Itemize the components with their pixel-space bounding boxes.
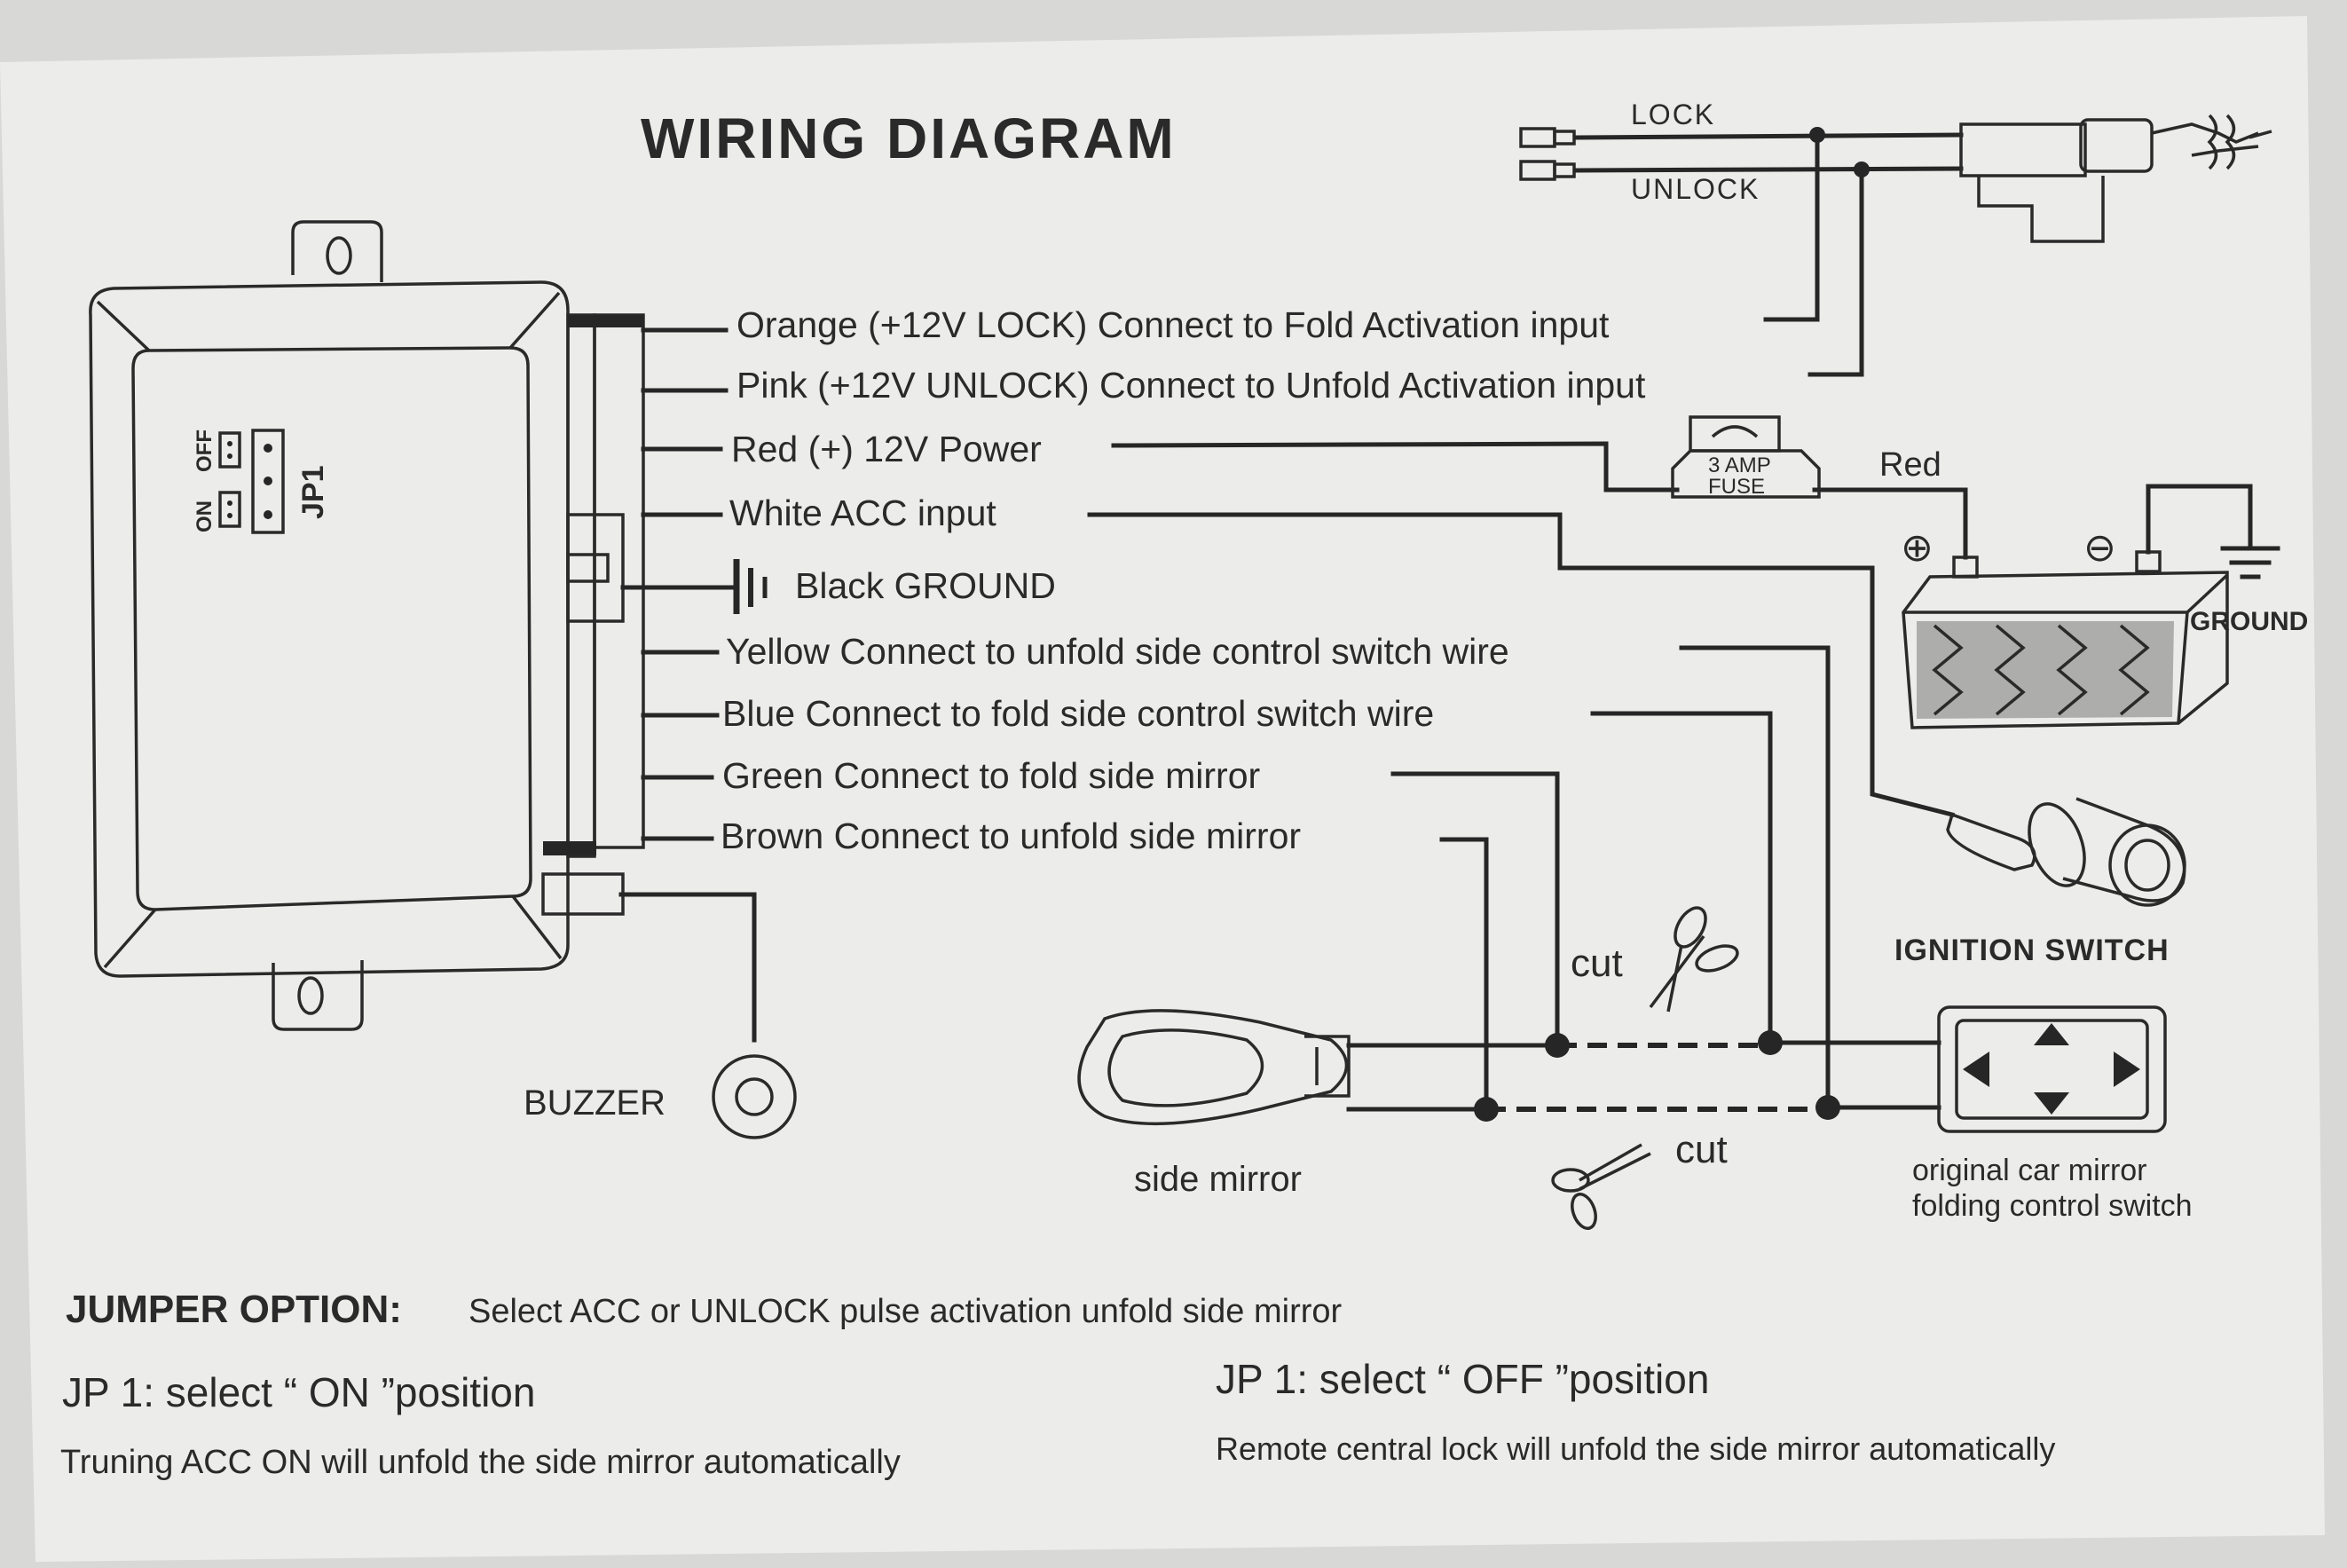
unlock-label: UNLOCK: [1631, 173, 1760, 205]
cut-label-bottom: cut: [1675, 1128, 1728, 1171]
jumper-option-heading: JUMPER OPTION:: [66, 1288, 402, 1331]
jumper-option-section: JUMPER OPTION: Select ACC or UNLOCK puls…: [60, 1288, 2055, 1481]
diagram-title: WIRING DIAGRAM: [641, 106, 1177, 170]
jp1-jumper: OFF ON JP1: [193, 429, 330, 534]
wire-routes: [618, 132, 1968, 1112]
wire-label-red: Red (+) 12V Power: [731, 429, 1042, 469]
jp1-off-title: JP 1: select “ OFF ”position: [1216, 1356, 1709, 1402]
wire-label-pink: Pink (+12V UNLOCK) Connect to Unfold Act…: [736, 365, 1646, 406]
wire-stubs: [620, 327, 768, 841]
control-switch-label-2: folding control switch: [1912, 1189, 2193, 1223]
lock-actuator: LOCK UNLOCK: [1519, 98, 2272, 243]
control-switch-label-1: original car mirror: [1912, 1154, 2147, 1187]
wire-label-orange: Orange (+12V LOCK) Connect to Fold Activ…: [736, 304, 1610, 345]
scissors-icon: cut: [1571, 906, 1739, 1013]
jumper-option-text: Select ACC or UNLOCK pulse activation un…: [469, 1293, 1343, 1330]
jp1-on-desc: Truning ACC ON will unfold the side mirr…: [60, 1444, 901, 1481]
cut-label-top: cut: [1571, 942, 1623, 985]
wire-label-white: White ACC input: [729, 492, 996, 533]
fuse-label-2: FUSE: [1708, 475, 1765, 499]
wire-labels: Orange (+12V LOCK) Connect to Fold Activ…: [721, 304, 1646, 856]
mirror-control-switch: original car mirror folding control swit…: [1912, 1005, 2193, 1223]
battery-plus: ⊕: [1901, 526, 1934, 570]
jumper-on-label: ON: [193, 500, 217, 532]
jp1-off-desc: Remote central lock will unfold the side…: [1216, 1430, 2055, 1467]
jp1-on-title: JP 1: select “ ON ”position: [62, 1369, 535, 1415]
side-mirror-label: side mirror: [1134, 1160, 1302, 1199]
ground-label: GROUND: [2190, 607, 2308, 636]
wire-label-blue: Blue Connect to fold side control switch…: [722, 693, 1434, 734]
ignition-switch: IGNITION SWITCH: [1894, 797, 2186, 967]
control-module: OFF ON JP1: [89, 220, 645, 1031]
wire-label-green: Green Connect to fold side mirror: [722, 755, 1260, 796]
wire-label-yellow: Yellow Connect to unfold side control sw…: [726, 631, 1509, 672]
buzzer: BUZZER: [524, 1054, 797, 1139]
jumper-jp1-label: JP1: [296, 466, 330, 520]
lock-label: LOCK: [1631, 98, 1715, 130]
fuse-label-1: 3 AMP: [1708, 453, 1771, 477]
ignition-switch-label: IGNITION SWITCH: [1894, 934, 2170, 967]
buzzer-label: BUZZER: [524, 1083, 666, 1123]
battery: Red ⊕ ⊖ GROUND: [1879, 446, 2308, 729]
paper: [0, 16, 2325, 1562]
side-mirror: side mirror: [1077, 1009, 1351, 1199]
wire-label-black: Black GROUND: [795, 565, 1056, 606]
fuse: 3 AMP FUSE: [1671, 415, 1821, 499]
mirror-lines: [1346, 1030, 1941, 1122]
battery-minus: ⊖: [2083, 526, 2116, 570]
scissors-icon-lower: cut: [1551, 1128, 1728, 1230]
wire-label-brown: Brown Connect to unfold side mirror: [721, 816, 1301, 856]
battery-red-label: Red: [1879, 446, 1941, 484]
jumper-off-label: OFF: [193, 429, 217, 472]
